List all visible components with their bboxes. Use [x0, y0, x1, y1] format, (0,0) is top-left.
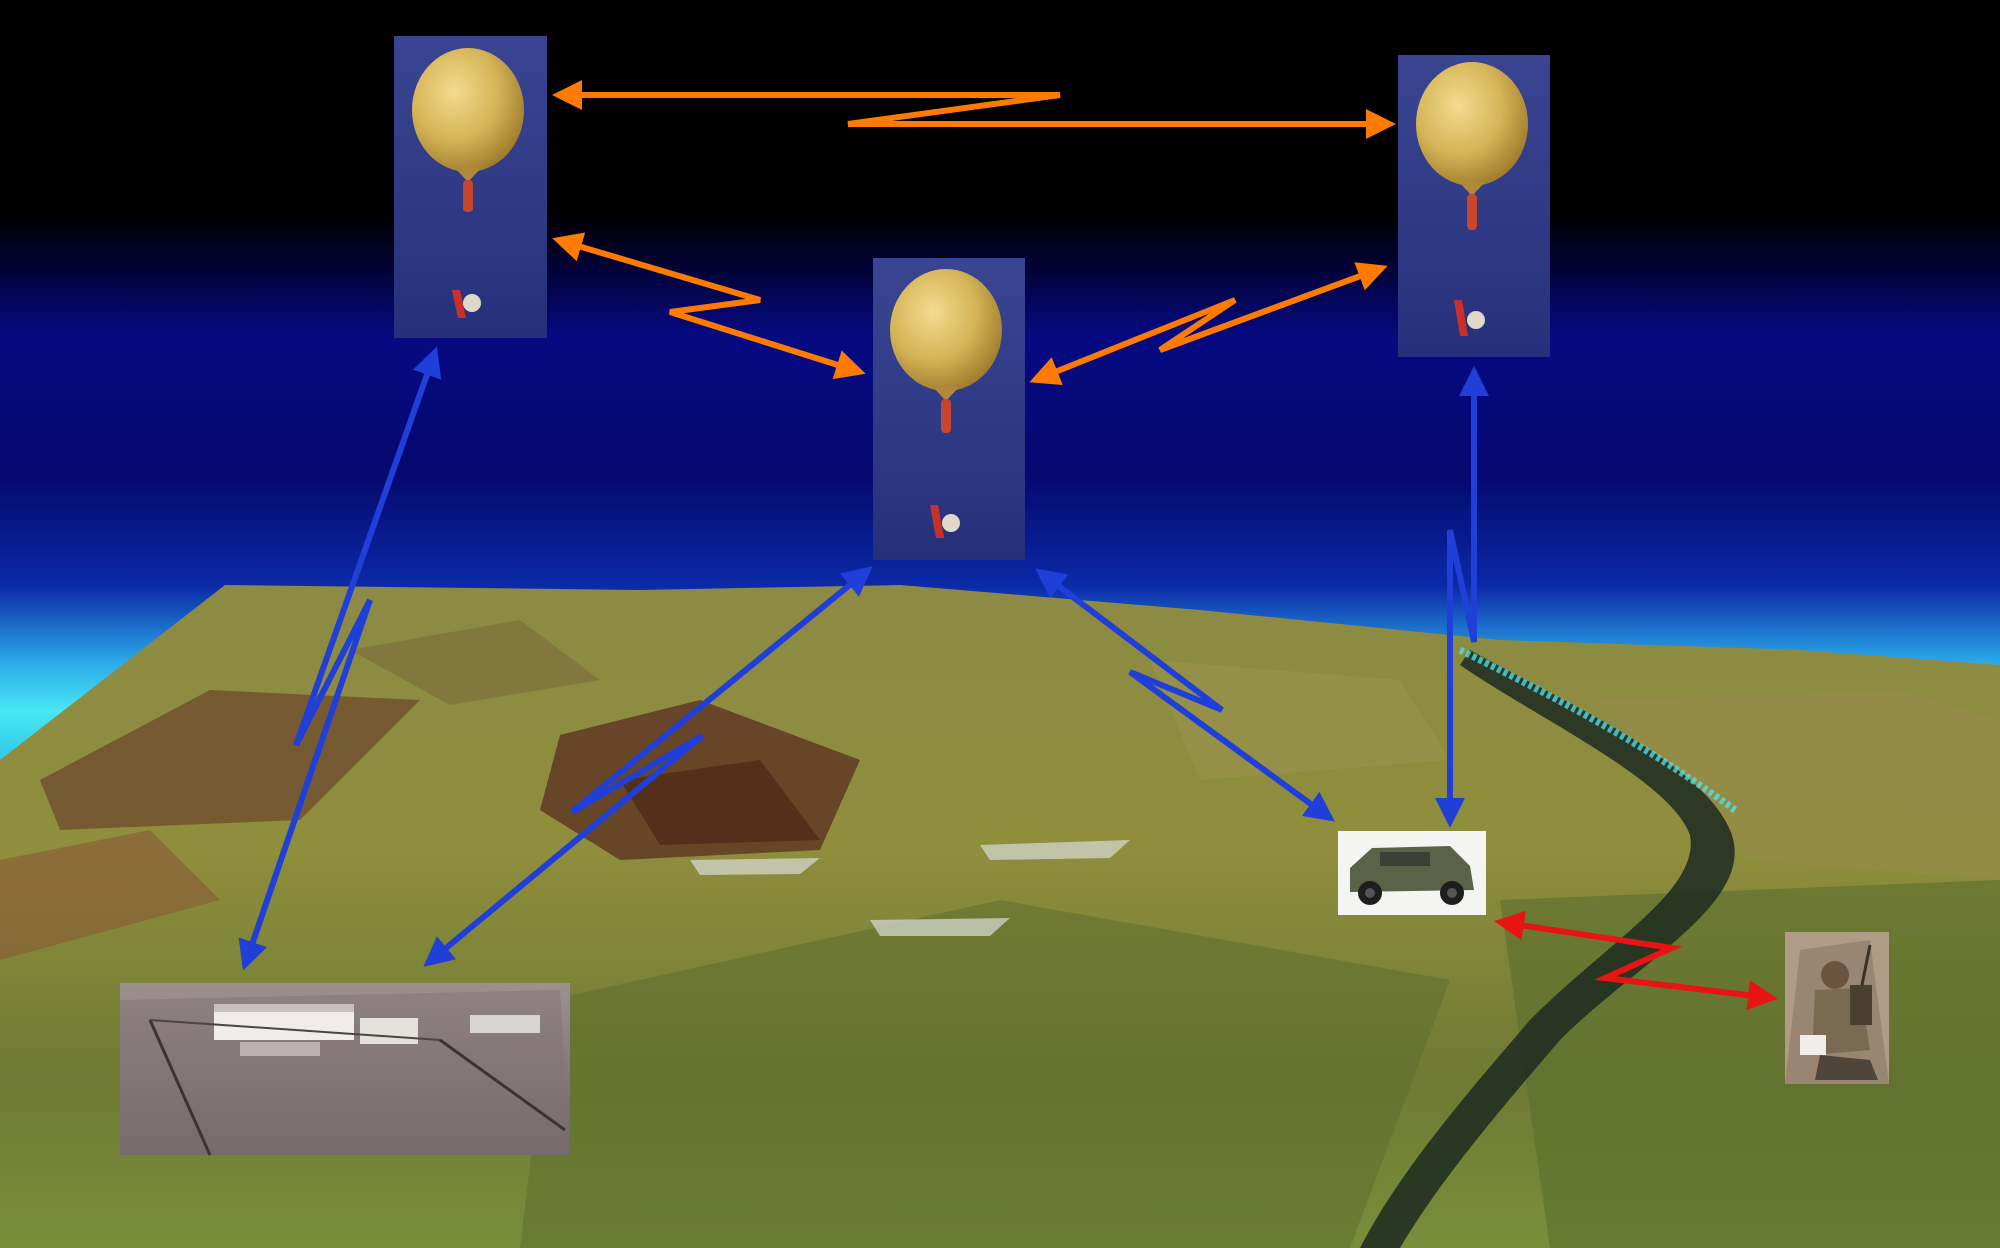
balloon-platform-left: [394, 36, 547, 338]
link-center-balloon-ground-station: [423, 566, 873, 967]
high-altitude-balloon-icon: [412, 48, 524, 318]
link-vehicle-soldier: [1494, 910, 1778, 1011]
balloon-platform-right: [1398, 55, 1550, 357]
link-left-balloon-ground-station: [238, 346, 442, 971]
ground-station-building-icon: [120, 990, 570, 1156]
link-center-balloon-vehicle: [1035, 568, 1335, 822]
field-soldier: [1785, 932, 1889, 1084]
high-altitude-balloon-icon: [1416, 62, 1528, 336]
ground-links: [238, 346, 1489, 971]
ground-station: [120, 983, 570, 1156]
balloon-platform-center: [873, 258, 1025, 560]
field-links: [1494, 910, 1778, 1011]
soldier-radio-icon: [1785, 940, 1889, 1084]
link-right-balloon-vehicle: [1435, 366, 1489, 828]
balloon-links: [552, 80, 1396, 386]
high-altitude-balloon-icon: [890, 269, 1002, 538]
military-vehicle: [1338, 831, 1486, 915]
link-left-center: [552, 232, 866, 380]
link-left-right: [552, 80, 1396, 139]
humvee-vehicle-icon: [1350, 846, 1474, 905]
link-center-right: [1029, 262, 1388, 386]
